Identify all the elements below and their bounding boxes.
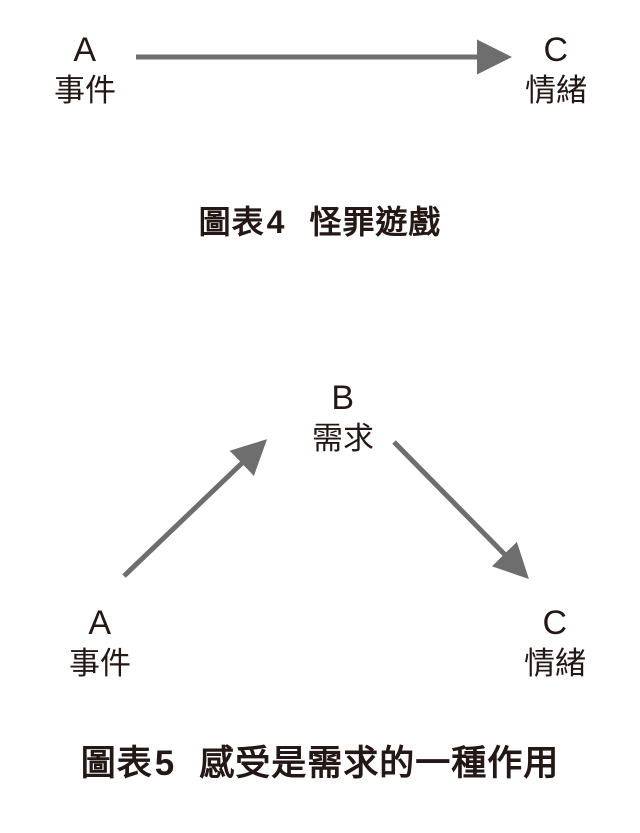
figure-5-caption-title: 感受是需求的一種作用 (199, 744, 560, 784)
node-c-emotion: C 情緒 (486, 30, 626, 112)
node-c-emotion: C 情緒 (485, 603, 625, 685)
node-c-letter: C (542, 604, 568, 642)
figure-5: B 需求 A 事件 C 情緒 (0, 330, 640, 833)
node-a-label: 事件 (54, 73, 116, 109)
figure-5-caption-prefix: 圖表 (80, 744, 153, 784)
node-a-event: A 事件 (30, 603, 170, 685)
node-c-label: 情緒 (524, 646, 586, 682)
node-a-letter: A (88, 604, 112, 642)
figure-5-diagram: B 需求 A 事件 C 情緒 (0, 350, 640, 720)
figure-5-arrow-layer (122, 439, 529, 579)
arrow-b-to-c (392, 440, 529, 579)
figure-5-caption: 圖表5 感受是需求的一種作用 (0, 740, 640, 788)
node-b-label: 需求 (312, 421, 374, 457)
figure-4-arrow-layer (136, 39, 513, 75)
node-a-event: A 事件 (15, 30, 155, 112)
arrow-a-to-b (122, 439, 268, 578)
figure-4-caption-title: 怪罪遊戲 (309, 203, 442, 241)
node-b-need: B 需求 (273, 378, 413, 460)
figure-4-caption: 圖表4 怪罪遊戲 (0, 200, 640, 244)
figure-4: A 事件 C 情緒 圖表4 怪罪遊戲 (0, 0, 640, 270)
node-a-label: 事件 (69, 646, 131, 682)
figure-4-caption-prefix: 圖表 (198, 203, 265, 241)
node-a-letter: A (73, 31, 97, 69)
figure-5-caption-number: 5 (154, 744, 176, 783)
node-c-letter: C (543, 31, 569, 69)
figure-4-diagram: A 事件 C 情緒 (0, 0, 640, 150)
node-b-letter: B (331, 379, 355, 417)
figure-4-caption-number: 4 (266, 204, 286, 240)
node-c-label: 情緒 (525, 73, 587, 109)
